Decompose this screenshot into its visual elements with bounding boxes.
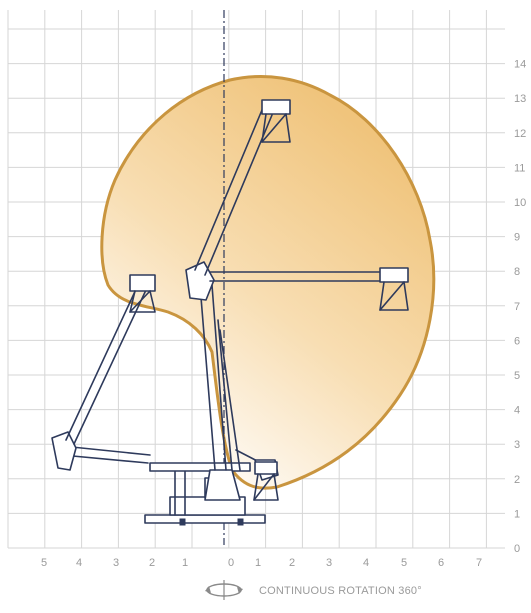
x-tick-label: 4: [76, 557, 82, 569]
y-tick-label: 3: [514, 439, 520, 451]
x-tick-label: 2: [289, 557, 295, 569]
boom-raised-top: [194, 99, 291, 276]
y-tick-label: 8: [514, 266, 520, 278]
x-tick-label: 2: [149, 557, 155, 569]
x-tick-label: 5: [41, 557, 47, 569]
x-tick-label: 0: [228, 557, 234, 569]
x-tick-label: 4: [363, 557, 369, 569]
y-tick-label: 14: [514, 59, 526, 71]
x-tick-label: 3: [326, 557, 332, 569]
working-envelope: [100, 75, 436, 490]
x-tick-label: 3: [113, 557, 119, 569]
x-tick-label: 1: [182, 557, 188, 569]
rotation-arrows-icon: [205, 580, 243, 600]
caption-text: CONTINUOUS ROTATION 360°: [259, 585, 422, 597]
y-tick-label: 6: [514, 335, 520, 347]
basket-lowered: [253, 461, 279, 501]
y-tick-label: 11: [514, 162, 525, 174]
x-tick-label: 7: [476, 557, 482, 569]
y-tick-label: 4: [514, 405, 520, 417]
y-tick-label: 1: [514, 508, 520, 520]
x-tick-label: 6: [438, 557, 444, 569]
x-axis-ticks: 5 4 3 2 1 0 1 2 3 4 5 6 7: [41, 557, 482, 569]
x-tick-label: 5: [401, 557, 407, 569]
y-tick-label: 10: [514, 197, 526, 209]
y-tick-label: 9: [514, 232, 520, 244]
y-tick-label: 12: [514, 128, 526, 140]
y-tick-label: 7: [514, 301, 520, 313]
boom-lowered: [51, 274, 156, 471]
y-tick-label: 0: [514, 543, 520, 555]
y-tick-label: 2: [514, 474, 520, 486]
y-tick-label: 5: [514, 370, 520, 382]
rotation-caption: CONTINUOUS ROTATION 360°: [205, 580, 422, 600]
x-tick-label: 1: [255, 557, 261, 569]
boom-horizontal-reach: [209, 267, 409, 311]
y-tick-label: 13: [514, 93, 526, 105]
